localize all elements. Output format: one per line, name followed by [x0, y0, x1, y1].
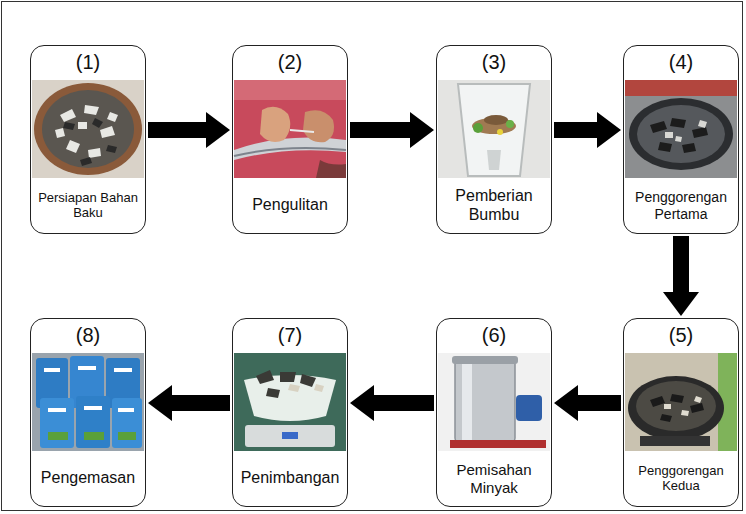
process-box: (7) Penimbangan — [232, 318, 348, 507]
step-label: Pemberian Bumbu — [437, 180, 551, 233]
photo-skinning — [234, 80, 346, 178]
photo-raw-material — [32, 80, 144, 178]
step-number: (3) — [482, 50, 506, 78]
flow-arrow — [554, 112, 621, 148]
step-label: Penimbangan — [233, 453, 347, 506]
step-label: Penggorengan Kedua — [624, 453, 738, 506]
step-label: Pengulitan — [233, 180, 347, 233]
flow-arrow — [148, 112, 230, 148]
photo-oil-separator — [438, 353, 550, 451]
process-box: (1) Persiapan Bahan Baku — [30, 45, 146, 234]
process-box: (2) Pengulitan — [232, 45, 348, 234]
process-box: (3) Pemberian Bumbu — [436, 45, 552, 234]
step-label: Penggorengan Pertama — [624, 180, 738, 233]
flow-arrow — [663, 236, 699, 316]
process-box: (8) Pengemasan — [30, 318, 146, 507]
step-number: (7) — [278, 323, 302, 351]
flow-arrow — [350, 112, 434, 148]
flow-arrow — [554, 385, 621, 421]
photo-packaging — [32, 353, 144, 451]
step-number: (5) — [669, 323, 693, 351]
photo-first-frying — [625, 80, 737, 178]
photo-second-frying — [625, 353, 737, 451]
step-label: Pemisahan Minyak — [437, 453, 551, 506]
step-label: Pengemasan — [31, 453, 145, 506]
process-box: (4) Penggorengan Pertama — [623, 45, 739, 234]
step-label: Persiapan Bahan Baku — [31, 180, 145, 233]
step-number: (2) — [278, 50, 302, 78]
flow-arrow — [148, 385, 230, 421]
step-number: (8) — [76, 323, 100, 351]
photo-weighing — [234, 353, 346, 451]
step-number: (4) — [669, 50, 693, 78]
flow-arrow — [350, 385, 434, 421]
photo-seasoning — [438, 80, 550, 178]
step-number: (6) — [482, 323, 506, 351]
process-box: (5) Penggorengan Kedua — [623, 318, 739, 507]
step-number: (1) — [76, 50, 100, 78]
process-box: (6) Pemisahan Minyak — [436, 318, 552, 507]
